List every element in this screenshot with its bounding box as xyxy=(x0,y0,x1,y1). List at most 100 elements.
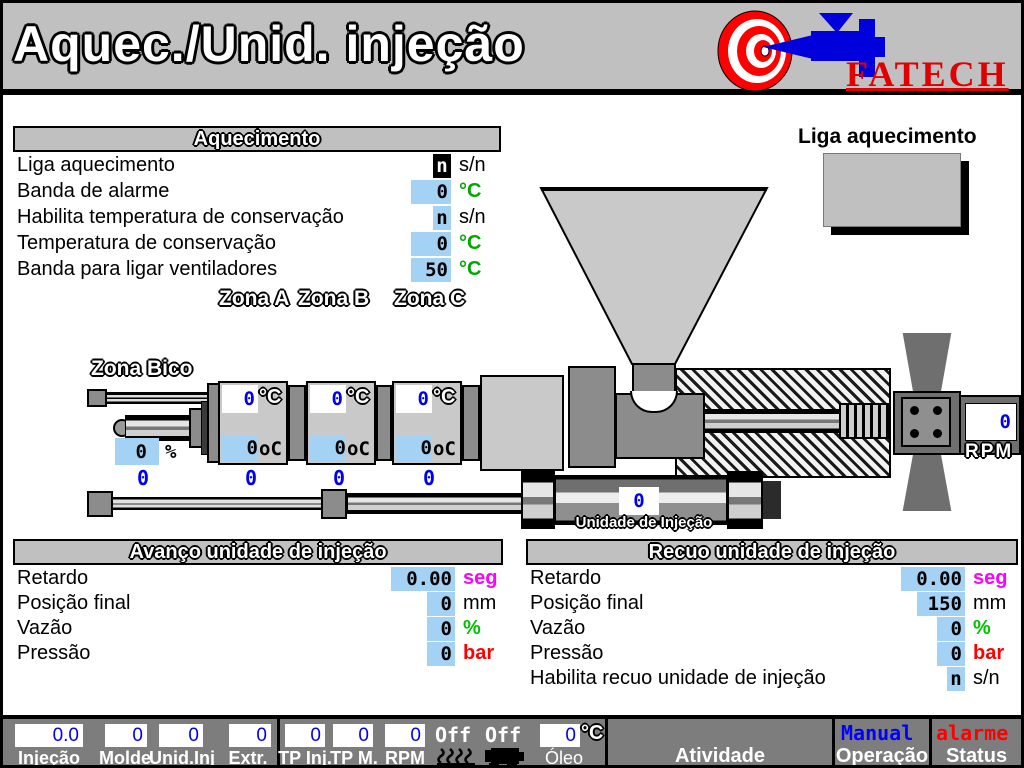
avanco-pressao-field[interactable]: 0 xyxy=(427,642,455,666)
motor-body xyxy=(893,391,961,455)
oleo-unit: °C xyxy=(581,722,604,744)
field-label: Pressão xyxy=(530,642,604,664)
field-unit: seg xyxy=(463,567,498,589)
motor-extension xyxy=(959,395,1021,455)
temperatura-conservacao-field[interactable]: 0 xyxy=(411,232,451,256)
zona-b-label: Zona B xyxy=(298,287,370,310)
motor-fan-top-icon xyxy=(902,333,952,391)
zona-bico-label: Zona Bico xyxy=(91,357,193,380)
cylinder-left-cap xyxy=(521,471,555,529)
avanco-header: Avanço unidade de injeção xyxy=(13,539,503,565)
zone-b-bottom-value: 0 xyxy=(333,466,346,490)
recuo-vazao-field[interactable]: 0 xyxy=(937,617,965,641)
status-alarm-value: alarme xyxy=(936,721,1009,745)
zone-a-setpoint-field[interactable]: 0 xyxy=(222,385,258,413)
meter-label: TP Inj. xyxy=(278,748,332,768)
machine-graphic: 0 °C 0 oC 0 °C 0 oC 0 °C 0 oC xyxy=(3,3,1021,765)
fatech-logo-machine-icon xyxy=(763,13,885,77)
bico-percent-field[interactable]: 0 xyxy=(115,438,159,465)
zone-b-actual-unit: oC xyxy=(347,438,370,460)
zone-separator xyxy=(462,385,480,461)
rpm-meter: 0 xyxy=(385,724,425,747)
field-unit: seg xyxy=(973,567,1008,589)
meter-label: Extr. xyxy=(228,748,268,768)
piston-collar xyxy=(321,489,347,519)
recuo-pressao-field[interactable]: 0 xyxy=(937,642,965,666)
zona-c-label: Zona C xyxy=(394,287,466,310)
unidade-injecao-label: Unidade de Injeção xyxy=(575,514,713,531)
avanco-vazao-field[interactable]: 0 xyxy=(427,617,455,641)
piston-head xyxy=(87,491,113,517)
zone-a-actual-value: 0 xyxy=(222,435,258,461)
zone-c-bottom-value: 0 xyxy=(423,466,436,490)
recuo-habilita-field[interactable]: n xyxy=(947,667,965,691)
operacao-label: Operação xyxy=(835,745,929,767)
meter-label: Injeção xyxy=(17,748,81,768)
avanco-posicao-field[interactable]: 0 xyxy=(427,592,455,616)
banda-ventiladores-field[interactable]: 50 xyxy=(411,258,451,282)
molde-meter: 0 xyxy=(105,724,147,747)
heater-icon xyxy=(437,747,475,765)
zone-a-bottom-value: 0 xyxy=(245,466,258,490)
recuo-posicao-field[interactable]: 150 xyxy=(917,592,965,616)
zone-c-actual-value: 0 xyxy=(396,435,432,461)
motor-state: Off xyxy=(485,723,522,747)
field-unit: mm xyxy=(973,592,1007,614)
bico-percent-unit: % xyxy=(165,441,177,463)
field-label: Habilita temperatura de conservação xyxy=(17,206,344,228)
meter-label: TP M. xyxy=(330,748,378,768)
hopper-neck xyxy=(632,363,676,395)
nozzle-flange2 xyxy=(201,401,213,455)
motor-icon xyxy=(485,748,524,765)
zone-a-actual-unit: oC xyxy=(259,438,282,460)
status-bar: 0.0 Injeção 0 Molde 0 Unid.Inj 0 Extr. 0… xyxy=(3,715,1021,765)
field-label: Posição final xyxy=(530,592,644,614)
field-label: Vazão xyxy=(17,617,73,639)
zona-a-label: Zona A xyxy=(219,287,290,310)
status-label: Status xyxy=(945,745,1008,767)
operacao-mode-value: Manual xyxy=(841,721,914,745)
zone-c-setpoint-unit: °C xyxy=(433,386,456,408)
field-unit: °C xyxy=(459,258,482,280)
recuo-retardo-field[interactable]: 0.00 xyxy=(901,567,965,591)
zone-c-setpoint-field[interactable]: 0 xyxy=(396,385,432,413)
heating-zone-a: 0 °C 0 oC xyxy=(218,381,288,465)
brand-text: FATECH xyxy=(846,54,1009,94)
meter-label: RPM xyxy=(385,748,425,768)
liga-aquecimento-field[interactable]: n xyxy=(433,154,451,178)
field-unit: bar xyxy=(463,642,495,664)
operacao-section[interactable]: Manual Operação xyxy=(835,719,929,767)
field-label: Habilita recuo unidade de injeção xyxy=(530,667,826,689)
field-label: Retardo xyxy=(17,567,89,589)
tp-inj-meter: 0 xyxy=(285,724,325,747)
cylinder-right-cap xyxy=(727,471,763,529)
heater-state: Off xyxy=(435,723,472,747)
banda-alarme-field[interactable]: 0 xyxy=(411,180,451,204)
statusbar-divider xyxy=(832,719,835,765)
field-label: Vazão xyxy=(530,617,586,639)
zone-c-actual-unit: oC xyxy=(433,438,456,460)
field-label: Banda de alarme xyxy=(17,180,170,202)
statusbar-divider xyxy=(277,719,280,765)
habilita-conservacao-field[interactable]: n xyxy=(433,206,451,230)
rpm-label: RPM xyxy=(965,441,1014,462)
status-section[interactable]: alarme Status xyxy=(932,719,1021,767)
aquecimento-header: Aquecimento xyxy=(13,126,501,152)
field-unit: °C xyxy=(459,180,482,202)
extr-meter: 0 xyxy=(229,724,271,747)
avanco-retardo-field[interactable]: 0.00 xyxy=(391,567,455,591)
field-label: Retardo xyxy=(530,567,602,589)
field-label: Posição final xyxy=(17,592,131,614)
liga-aquecimento-button[interactable] xyxy=(823,153,961,227)
statusbar-divider xyxy=(605,719,608,765)
barrel-end-block xyxy=(480,375,564,471)
screw-housing xyxy=(675,368,891,478)
recuo-header: Recuo unidade de injeção xyxy=(526,539,1018,565)
zone-b-setpoint-field[interactable]: 0 xyxy=(310,385,346,413)
zone-a-setpoint-unit: °C xyxy=(259,386,282,408)
atividade-label: Atividade xyxy=(674,745,766,767)
feed-block xyxy=(615,393,705,459)
barrel-band xyxy=(207,383,221,463)
statusbar-divider xyxy=(929,719,932,765)
